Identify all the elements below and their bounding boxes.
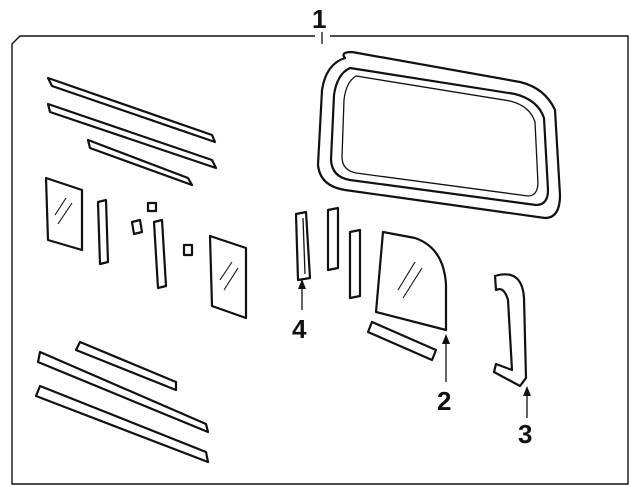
callout-1-label: 1 — [312, 4, 326, 34]
callout-3-label: 3 — [518, 419, 532, 449]
part-4-run-channel — [294, 210, 312, 282]
callout-4-label: 4 — [292, 314, 307, 344]
part-2-lower-channel — [366, 320, 438, 362]
left-division-channel — [96, 198, 110, 266]
callout-1: 1 — [312, 4, 326, 44]
diagram-frame — [11, 35, 629, 485]
back-glass-weatherstrip — [316, 50, 562, 220]
callout-4: 4 — [292, 279, 307, 344]
callout-2-label: 2 — [437, 386, 451, 416]
center-division-channel — [152, 218, 168, 290]
callout-3: 3 — [518, 386, 532, 449]
left-vent-glass — [44, 176, 84, 252]
upper-moulding-strips — [46, 76, 218, 187]
part-3-curved-weatherstrip — [492, 273, 528, 388]
callout-2: 2 — [437, 334, 451, 416]
center-vent-glass — [208, 234, 248, 320]
part-2-slide-glass — [374, 230, 448, 332]
small-clips — [130, 201, 194, 257]
rear-run-channels — [326, 206, 362, 300]
lower-moulding-strips — [34, 340, 210, 464]
